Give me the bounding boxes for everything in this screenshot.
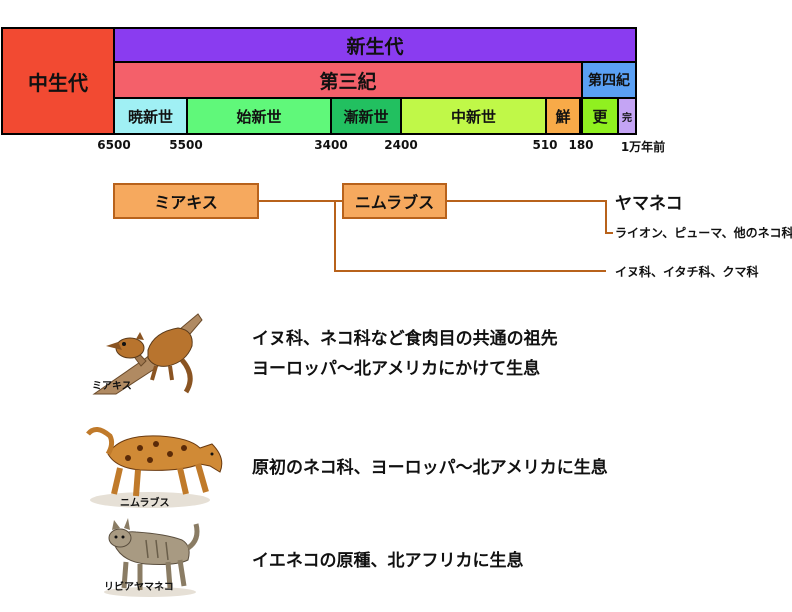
connector-nimravus-yamaneko [447,200,607,202]
miacis-description-line2: ヨーロッパ～北アメリカにかけて生息 [252,359,541,379]
period-tertiary: 第三紀 [113,61,583,99]
connector-branch-down [334,200,336,272]
libyan-wildcat-caption: リビアヤマネコ [104,582,174,593]
tick-180: 180 [568,138,594,152]
era-cenozoic: 新生代 [113,27,637,63]
others-label: イヌ科、イタチ科、クマ科 [615,265,759,279]
epoch-pliocene: 鮮 [545,97,581,135]
miacis-description-line1: イヌ科、ネコ科など食肉目の共通の祖先 [252,329,558,349]
era-mesozoic: 中生代 [1,27,115,135]
libyan-wildcat-illustration [104,518,200,597]
libyan-wildcat-description: イエネコの原種、北アフリカに生息 [252,551,524,571]
epoch-miocene: 中新世 [400,97,547,135]
epoch-pleistocene: 更 [581,97,619,135]
connector-miacis-nimravus [259,200,343,202]
yamaneko-label: ヤマネコ [615,194,683,214]
big-cats-label: ライオン、ピューマ、他のネコ科 [615,226,792,240]
epoch-eocene: 始新世 [186,97,332,135]
miacis-caption: ミアキス [92,381,132,392]
nimravus-caption: ニムラブス [120,498,170,509]
miacis-box: ミアキス [113,183,259,219]
tick-510: 510 [532,138,558,152]
epoch-holocene: 完 [617,97,637,135]
period-quaternary: 第四紀 [581,61,637,99]
tick-3400: 3400 [314,138,348,152]
epoch-paleocene: 暁新世 [113,97,188,135]
miacis-illustration [86,306,204,396]
nimravus-box: ニムラブス [342,183,447,219]
epoch-oligocene: 漸新世 [330,97,402,135]
nimravus-description: 原初のネコ科、ヨーロッパ～北アメリカに生息 [252,458,608,478]
connector-to-big-cats [605,232,613,234]
connector-yamaneko-branch [605,200,607,234]
tick-1-man-years-ago: 1万年前 [620,140,666,154]
tick-2400: 2400 [384,138,418,152]
tick-6500: 6500 [97,138,131,152]
nimravus-illustration [86,427,223,508]
connector-to-others [334,270,606,272]
tick-5500: 5500 [169,138,203,152]
